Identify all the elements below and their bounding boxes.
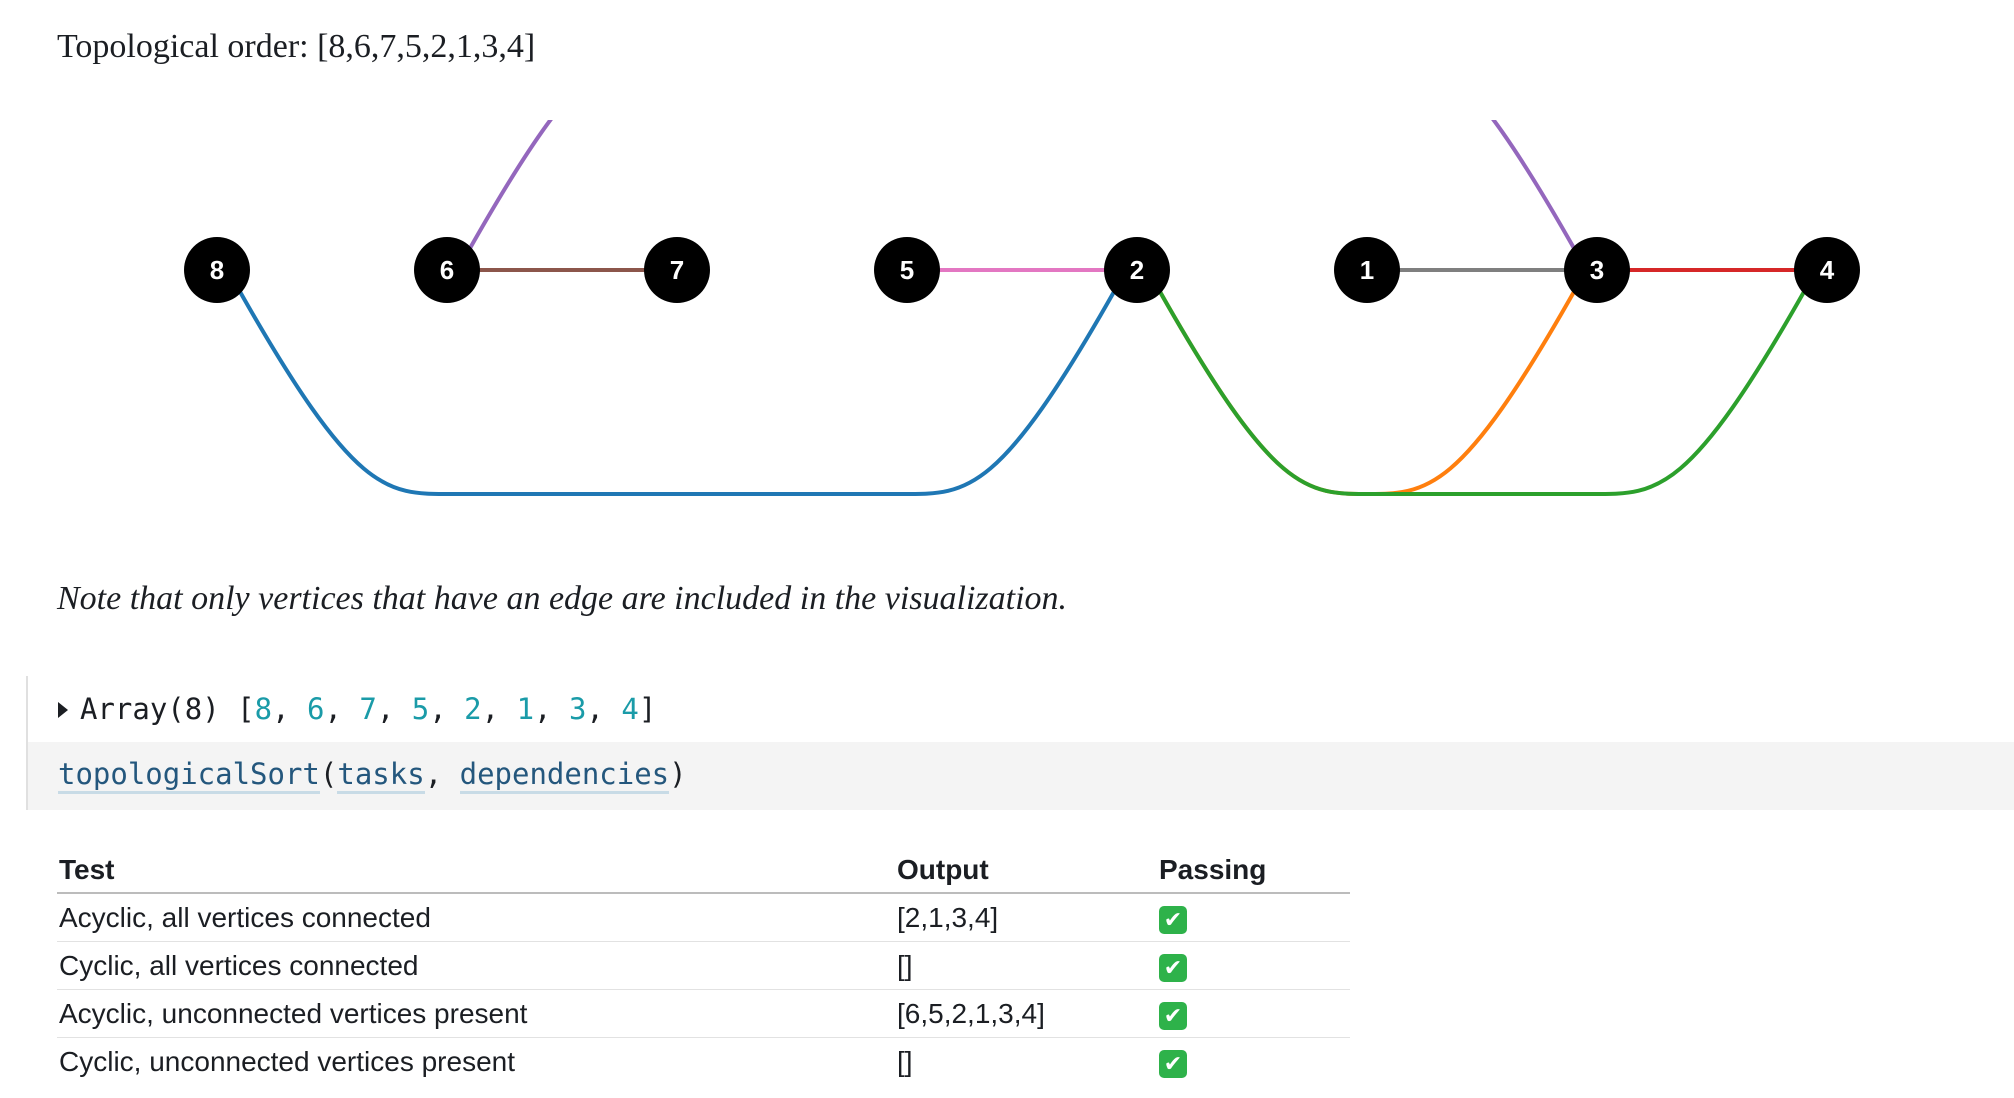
array-separator: ,: [376, 692, 412, 726]
vertex-6: 6: [414, 237, 480, 303]
comma: ,: [424, 757, 460, 791]
variable-reference-tasks[interactable]: tasks: [337, 757, 425, 794]
close-paren: ): [669, 757, 687, 791]
test-name: Acyclic, unconnected vertices present: [57, 989, 895, 1038]
vertex-label: 2: [1130, 255, 1144, 285]
check-mark-icon: ✔: [1159, 905, 1187, 934]
vertex-label: 7: [670, 255, 684, 285]
vertex-circle: [644, 237, 710, 303]
check-mark-icon: ✔: [1159, 953, 1187, 982]
vertex-2: 2: [1104, 237, 1170, 303]
test-output: [6,5,2,1,3,4]: [895, 989, 1157, 1038]
vertex-1: 1: [1334, 237, 1400, 303]
edge-8-2: [237, 289, 1117, 496]
array-prefix: Array(8) [: [80, 692, 255, 726]
array-output[interactable]: Array(8) [8, 6, 7, 5, 2, 1, 3, 4]: [58, 676, 656, 742]
array-item: 6: [307, 692, 325, 726]
passing-cell: ✔: [1157, 1038, 1350, 1086]
table-row: Cyclic, unconnected vertices present [] …: [57, 1038, 1350, 1086]
array-item: 3: [568, 692, 587, 726]
array-separator: ,: [324, 692, 360, 726]
table-header-row: Test Output Passing: [57, 848, 1350, 894]
array-separator: ,: [272, 692, 307, 726]
variable-reference-dependencies[interactable]: dependencies: [459, 757, 670, 794]
code-line[interactable]: topologicalSort(tasks, dependencies): [58, 742, 687, 808]
passing-cell: ✔: [1157, 989, 1350, 1038]
vertex-circle: [1564, 237, 1630, 303]
test-results-table: Test Output Passing Acyclic, all vertice…: [57, 848, 1350, 1085]
array-separator: ,: [534, 692, 569, 726]
dependency-graph: 8 6 7 5 2 1 3 4: [184, 120, 1860, 496]
vertex-7: 7: [644, 237, 710, 303]
notebook-cell: Array(8) [8, 6, 7, 5, 2, 1, 3, 4] topolo…: [26, 676, 2014, 810]
passing-cell: ✔: [1157, 941, 1350, 990]
expand-triangle-icon[interactable]: [58, 702, 68, 718]
test-output: [2,1,3,4]: [895, 893, 1157, 942]
edge-2-4: [1157, 289, 1807, 496]
vertex-circle: [874, 237, 940, 303]
vertex-4: 4: [1794, 237, 1860, 303]
vertex-label: 4: [1820, 255, 1835, 285]
vertex-5: 5: [874, 237, 940, 303]
edge-6-3: [467, 120, 1577, 251]
array-suffix: ]: [638, 692, 657, 726]
vertex-label: 3: [1590, 255, 1604, 285]
array-separator: ,: [586, 692, 622, 726]
array-separator: ,: [481, 692, 517, 726]
array-item: 1: [516, 692, 535, 726]
vertex-label: 6: [440, 255, 454, 285]
vertex-8: 8: [184, 237, 250, 303]
array-item: 8: [254, 692, 273, 726]
test-name: Acyclic, all vertices connected: [57, 893, 895, 942]
vertex-circle: [184, 237, 250, 303]
table-row: Acyclic, unconnected vertices present [6…: [57, 989, 1350, 1038]
array-item: 7: [359, 692, 377, 726]
table-row: Acyclic, all vertices connected [2,1,3,4…: [57, 893, 1350, 942]
check-mark-icon: ✔: [1159, 1049, 1187, 1078]
vertex-3: 3: [1564, 237, 1630, 303]
function-reference-topologicalsort[interactable]: topologicalSort: [58, 757, 320, 794]
visualization-note: Note that only vertices that have an edg…: [57, 580, 1068, 617]
topological-order-heading: Topological order: [8,6,7,5,2,1,3,4]: [57, 28, 536, 65]
array-item: 2: [464, 692, 482, 726]
passing-cell: ✔: [1157, 893, 1350, 942]
test-name: Cyclic, unconnected vertices present: [59, 1045, 515, 1077]
array-separator: ,: [429, 692, 465, 726]
vertex-circle: [1334, 237, 1400, 303]
vertex-circle: [1794, 237, 1860, 303]
vertex-circle: [414, 237, 480, 303]
vertex-label: 5: [900, 255, 914, 285]
header-output: Output: [895, 848, 1157, 894]
vertex-circle: [1104, 237, 1170, 303]
test-name: Cyclic, all vertices connected: [57, 941, 895, 990]
test-output: []: [897, 1045, 913, 1077]
vertex-label: 8: [210, 255, 224, 285]
header-test: Test: [57, 848, 895, 894]
array-item: 5: [411, 692, 430, 726]
check-mark-icon: ✔: [1159, 1001, 1187, 1030]
code-editor[interactable]: topologicalSort(tasks, dependencies): [28, 742, 2014, 810]
array-items: 8, 6, 7, 5, 2, 1, 3, 4: [255, 692, 639, 726]
header-passing: Passing: [1157, 848, 1350, 894]
test-output: []: [895, 941, 1157, 990]
open-paren: (: [319, 757, 338, 791]
array-item: 4: [621, 692, 639, 726]
table-row: Cyclic, all vertices connected [] ✔: [57, 941, 1350, 990]
vertex-label: 1: [1360, 255, 1374, 285]
